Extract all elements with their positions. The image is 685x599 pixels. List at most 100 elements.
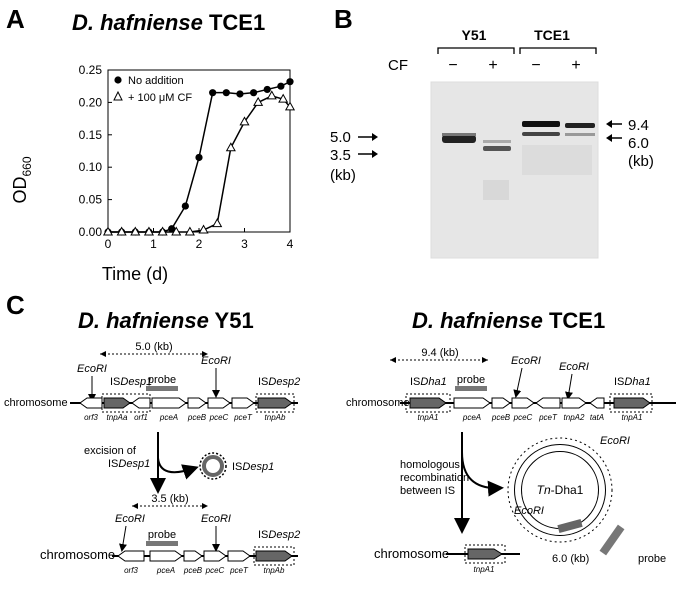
data-point	[198, 224, 209, 234]
size-right-6.0: 6.0	[628, 135, 649, 152]
gene-pceA	[151, 397, 187, 409]
gel-strain-y51: Y51	[462, 27, 487, 43]
tce1-top-map: 9.4 (kb) EcoRI EcoRI probe ISDha1 ISDha1…	[346, 347, 676, 422]
data-point	[239, 116, 250, 126]
x-tick-label: 4	[287, 237, 294, 251]
tce1-bottom-map: chromosome tnpA1	[374, 544, 520, 574]
gene-label-tnpAa: tnpAa	[107, 413, 128, 422]
unit-right: (kb)	[628, 153, 654, 170]
gene-label-tatA: tatA	[590, 413, 604, 422]
data-point	[212, 218, 223, 228]
data-point	[263, 85, 271, 94]
tce1-ecori-2: EcoRI	[559, 361, 589, 373]
tce1-ecori-1: EcoRI	[511, 355, 541, 367]
gene-label-pceT: pceT	[233, 413, 253, 422]
gene-pceT	[227, 550, 251, 562]
band-y51-plus-3.5kb	[483, 146, 511, 151]
data-point	[116, 226, 127, 236]
tce1b-tnpa1-gene	[467, 548, 503, 560]
gene-tnpAb	[255, 550, 293, 562]
gene-label-pceT: pceT	[538, 413, 558, 422]
data-point	[253, 96, 264, 106]
circle-probe-bar	[599, 524, 625, 556]
circle-dist: 6.0 (kb)	[552, 553, 589, 565]
gene-pceB	[491, 397, 511, 409]
lane-sign-2: +	[488, 57, 497, 74]
y51-ecori-left: EcoRI	[77, 363, 107, 375]
gene-label-pceC: pceC	[209, 413, 229, 422]
tce1-title-species: D. hafniense	[412, 308, 543, 333]
gene-label-tnpA2: tnpA2	[564, 413, 585, 422]
chart-ylabel: OD660	[10, 156, 34, 203]
gene-label-pceA: pceA	[159, 413, 178, 422]
gel-figure: Y51 TCE1 CF − + − + 5.0 3.5 (kb) 9.4 6.0…	[330, 27, 654, 259]
legend-label-1: + 100 μM CF	[128, 92, 192, 104]
panel-c-letter: C	[6, 290, 25, 320]
tce1-isdha1-left: ISDha1	[410, 376, 447, 388]
isdesp1-circle	[199, 452, 227, 480]
gene-label-pceB: pceB	[187, 413, 207, 422]
homolog-text-2: recombination	[400, 472, 469, 484]
data-point	[250, 89, 258, 97]
y51b-chromosome-label: chromosome	[40, 547, 115, 562]
gene-pceT	[231, 397, 255, 409]
excision-text-1: excision of	[84, 445, 137, 457]
band-tce1-plus-9.4kb	[565, 123, 595, 128]
gene-tnpAb	[257, 397, 293, 409]
gene-label-tnpAb: tnpAb	[265, 413, 286, 422]
data-point	[277, 82, 285, 90]
gene-label-orf1: orf1	[134, 413, 148, 422]
tce1-recombination-step: homologous recombination between IS prob…	[400, 432, 666, 565]
y-tick-label: 0.20	[79, 95, 103, 109]
y51-isdesp1-label: ISDesp1	[110, 376, 152, 388]
size-left-5: 5.0	[330, 129, 351, 146]
unit-left: (kb)	[330, 167, 356, 184]
data-point	[284, 101, 296, 111]
is-element-box	[609, 393, 653, 413]
tce1b-chromosome-label: chromosome	[374, 546, 449, 561]
y51-title-strain: Y51	[214, 308, 254, 333]
tce1-title-strain: TCE1	[548, 308, 606, 333]
data-point	[195, 153, 203, 162]
is-element-box	[101, 393, 151, 413]
bracket-tce1	[519, 47, 597, 54]
y51b-ecori-left: EcoRI	[115, 513, 145, 525]
y-tick-label: 0.25	[79, 63, 103, 77]
gene-label-pceT: pceT	[229, 566, 249, 575]
y51-isdesp2-label: ISDesp2	[258, 376, 300, 388]
y-tick-label: 0.10	[79, 160, 103, 174]
circle-ecori-left: EcoRI	[514, 505, 544, 517]
cf-label: CF	[388, 57, 408, 74]
y51-top-map: EcoRI 5.0 (kb) EcoRI probe ISDesp1 ISDes…	[4, 341, 300, 422]
data-point	[102, 226, 114, 236]
gene-label-pceB: pceB	[491, 413, 511, 422]
gene-label-pceC: pceC	[513, 413, 533, 422]
data-point	[222, 89, 230, 97]
data-point	[171, 226, 182, 236]
legend-marker-0	[114, 76, 122, 84]
y51-ecori-right: EcoRI	[201, 355, 231, 367]
excision-text-2: ISDesp1	[108, 458, 150, 470]
y51-bottom-dist: 3.5 (kb)	[151, 493, 188, 505]
gene-label-pceC: pceC	[205, 566, 225, 575]
legend-label-0: No addition	[128, 75, 184, 87]
gel-strain-tce1: TCE1	[534, 27, 570, 43]
chart-xlabel: Time (d)	[102, 264, 168, 284]
y51-title: D. hafniense Y51	[78, 308, 254, 334]
homolog-text-3: between IS	[400, 485, 455, 497]
gene-pceA	[149, 550, 183, 562]
size-right-9.4: 9.4	[628, 117, 649, 134]
gene-tnpA1	[613, 397, 651, 409]
gene-label-tnpA1: tnpA1	[622, 413, 643, 422]
gene-pceC	[203, 550, 227, 562]
tce1-title: D. hafniense TCE1	[412, 308, 605, 334]
y51b-isdesp2-label: ISDesp2	[258, 529, 300, 541]
size-left-3.5: 3.5	[330, 147, 351, 164]
homolog-text-1: homologous	[400, 459, 460, 471]
gene-label-tnpA1: tnpA1	[418, 413, 439, 422]
gene-tnpA2	[561, 397, 587, 409]
x-tick-label: 0	[105, 237, 112, 251]
panel-b-letter: B	[334, 4, 353, 34]
band-tce1-minus-9.4kb	[522, 121, 560, 127]
x-tick-label: 1	[150, 237, 157, 251]
